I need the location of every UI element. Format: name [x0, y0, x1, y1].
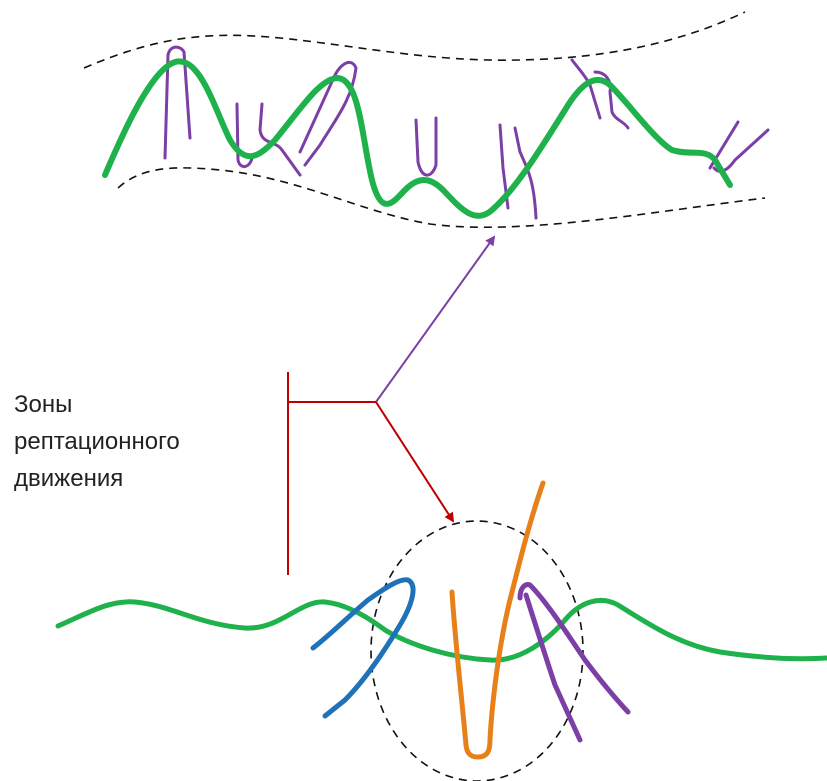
tube-lower-boundary: [117, 167, 766, 229]
purple-chain-8: [570, 58, 602, 120]
bottom-purple-chains: [517, 582, 631, 743]
bottom-orange-chain: [449, 480, 546, 760]
purple-chain-9: [593, 70, 630, 130]
top-purple-chains: [163, 45, 770, 220]
purple-chain-4: [298, 60, 358, 167]
purple-chain-1: [163, 45, 192, 160]
tube-upper-boundary: [83, 11, 746, 69]
zones-label-line-3: движения: [14, 465, 124, 492]
purple-chain-2: [235, 102, 254, 168]
bottom-blue-chain: [310, 577, 416, 719]
bottom-green-chain: [55, 597, 827, 663]
zones-label: Зоны рептационного движения: [14, 386, 180, 497]
entanglement-zone-ellipse: [370, 520, 584, 781]
purple-chain-long: [517, 582, 631, 715]
zones-label-line-2: рептационного: [14, 428, 180, 455]
arrow-to-top-zone: [375, 235, 496, 403]
purple-chain-11: [712, 128, 770, 173]
zones-label-line-1: Зоны: [14, 391, 73, 418]
label-bracket: [287, 372, 376, 575]
arrow-to-bottom-zone: [375, 401, 455, 523]
tube-top: [83, 11, 766, 229]
purple-chain-7: [513, 126, 538, 220]
purple-chain-5: [414, 116, 438, 177]
top-green-chain: [102, 58, 733, 219]
purple-chain-short: [523, 592, 583, 743]
